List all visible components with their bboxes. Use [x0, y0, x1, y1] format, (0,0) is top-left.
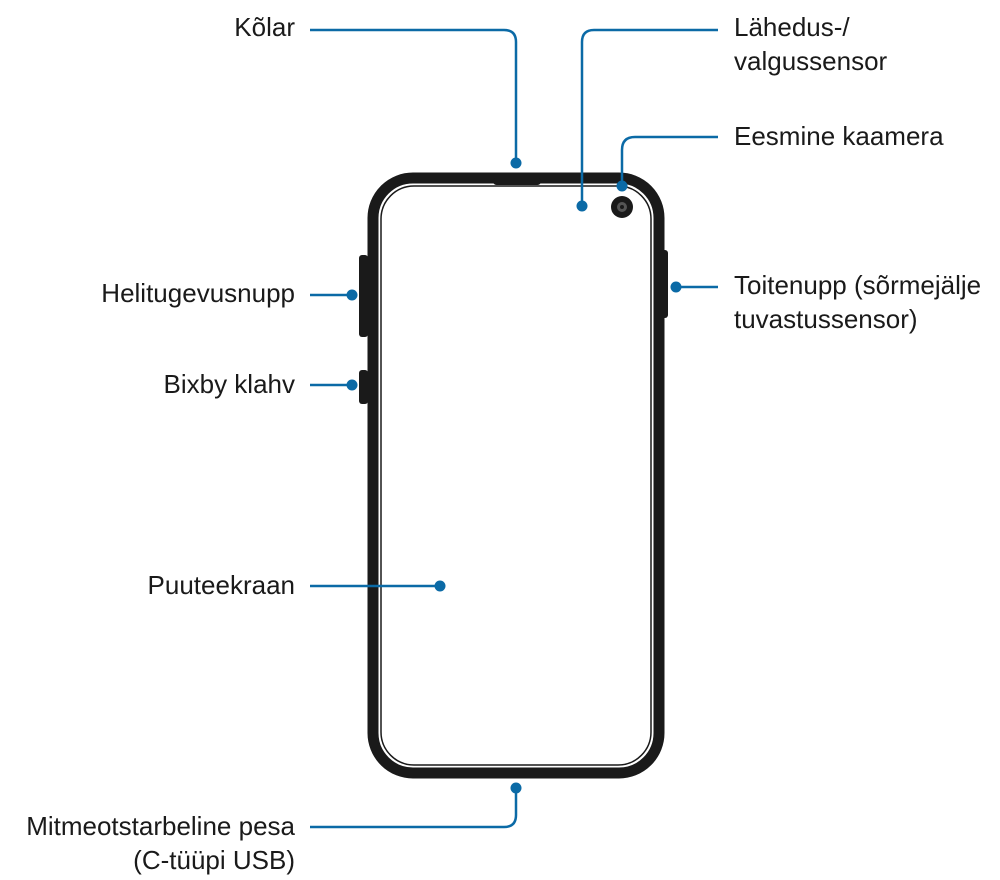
proximity-callout-line [580, 28, 718, 206]
usb-port-label-line1: Mitmeotstarbeline pesa [26, 811, 295, 841]
usb-port-label-line2: (C-tüüpi USB) [133, 845, 295, 875]
speaker-callout-dot [510, 157, 522, 169]
proximity-callout-dot [576, 200, 588, 212]
touchscreen-area [380, 185, 652, 766]
speaker-grille [493, 178, 541, 185]
usb-callout-dot [510, 782, 522, 794]
speaker-callout-line [310, 28, 518, 163]
volume-key-label: Helitugevusnupp [101, 278, 295, 308]
speaker-label: Kõlar [234, 12, 295, 42]
bixby-key [359, 370, 368, 404]
volume-callout-dot [346, 289, 358, 301]
power-key-label-line2: tuvastussensor) [734, 304, 918, 334]
power-key-label-line1: Toitenupp (sõrmejälje [734, 270, 982, 300]
camera-callout-dot [616, 180, 628, 192]
volume-key [359, 255, 368, 337]
proximity-sensor-label-line2: valgussensor [734, 46, 888, 76]
touchscreen-callout-dot [434, 580, 446, 592]
power-callout-dot [670, 281, 682, 293]
camera-callout-line [620, 135, 718, 186]
proximity-sensor-label-line1: Lähedus-/ [734, 12, 850, 42]
bixby-key-label: Bixby klahv [163, 369, 296, 399]
touchscreen-label: Puuteekraan [147, 570, 295, 600]
bixby-callout-dot [346, 379, 358, 391]
front-camera-label: Eesmine kaamera [734, 121, 944, 151]
usb-callout-line [310, 788, 518, 829]
